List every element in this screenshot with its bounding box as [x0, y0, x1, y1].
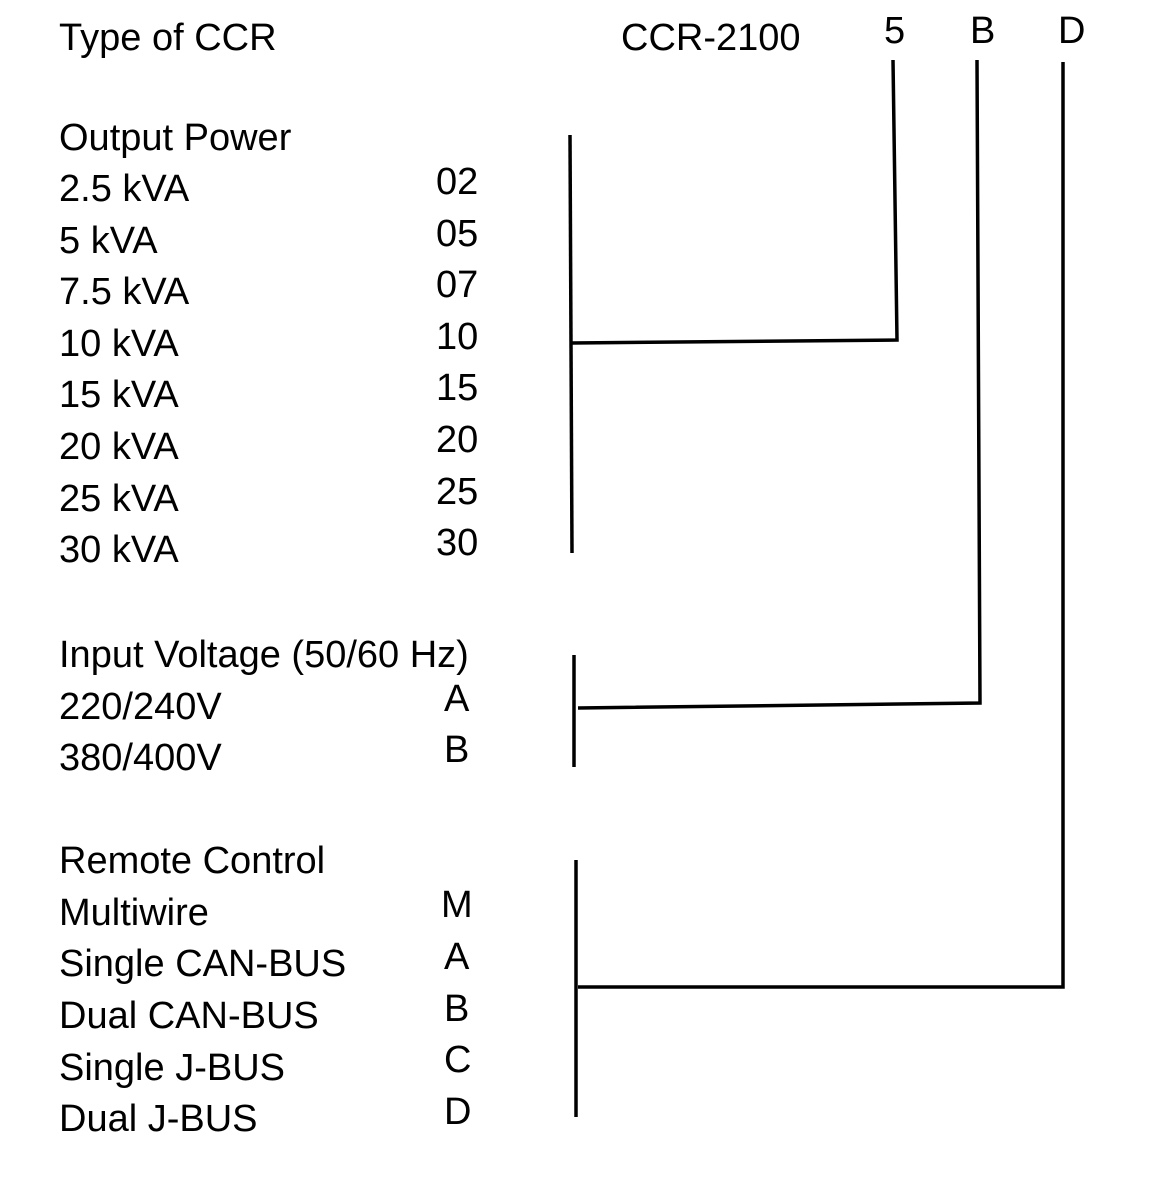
selected-voltage-code: B	[970, 10, 996, 52]
input-voltage-connector	[577, 59, 982, 710]
remote-control-label: Multiwire	[59, 892, 209, 934]
input-voltage-code: B	[444, 729, 470, 771]
type-of-ccr-label: Type of CCR	[59, 17, 277, 59]
output-power-bracket	[568, 134, 574, 554]
input-voltage-label: 220/240V	[59, 686, 222, 728]
output-power-label: 10 kVA	[59, 323, 179, 365]
input-voltage-label: 380/400V	[59, 737, 222, 779]
output-power-code: 07	[436, 264, 479, 306]
remote-control-code: C	[444, 1039, 472, 1081]
output-power-label: 15 kVA	[59, 374, 179, 416]
remote-control-code: D	[444, 1091, 472, 1133]
remote-control-connector	[578, 62, 1065, 989]
output-power-code: 15	[436, 367, 479, 409]
output-power-code: 30	[436, 522, 479, 564]
remote-control-label: Single CAN-BUS	[59, 943, 347, 985]
selected-remote-code: D	[1058, 10, 1086, 52]
output-power-label: 25 kVA	[59, 478, 179, 520]
output-power-code: 05	[436, 213, 479, 255]
input-voltage-code: A	[444, 678, 470, 720]
output-power-title: Output Power	[59, 117, 292, 159]
output-power-code: 02	[436, 161, 479, 203]
model-name: CCR-2100	[621, 17, 801, 59]
input-voltage-title: Input Voltage (50/60 Hz)	[59, 634, 469, 676]
remote-control-code: B	[444, 988, 470, 1030]
remote-control-title: Remote Control	[59, 840, 326, 882]
output-power-label: 5 kVA	[59, 220, 158, 262]
output-power-label: 20 kVA	[59, 426, 179, 468]
remote-control-label: Single J-BUS	[59, 1047, 285, 1089]
remote-control-code: A	[444, 936, 470, 978]
remote-control-label: Dual CAN-BUS	[59, 995, 319, 1037]
output-power-label: 30 kVA	[59, 529, 179, 571]
output-power-connector	[571, 59, 899, 345]
output-power-code: 10	[436, 316, 479, 358]
remote-control-code: M	[441, 884, 473, 926]
remote-control-label: Dual J-BUS	[59, 1098, 258, 1140]
selected-power-code: 5	[884, 10, 906, 52]
output-power-code: 25	[436, 471, 479, 513]
output-power-label: 2.5 kVA	[59, 168, 190, 210]
output-power-code: 20	[436, 419, 479, 461]
output-power-label: 7.5 kVA	[59, 271, 190, 313]
